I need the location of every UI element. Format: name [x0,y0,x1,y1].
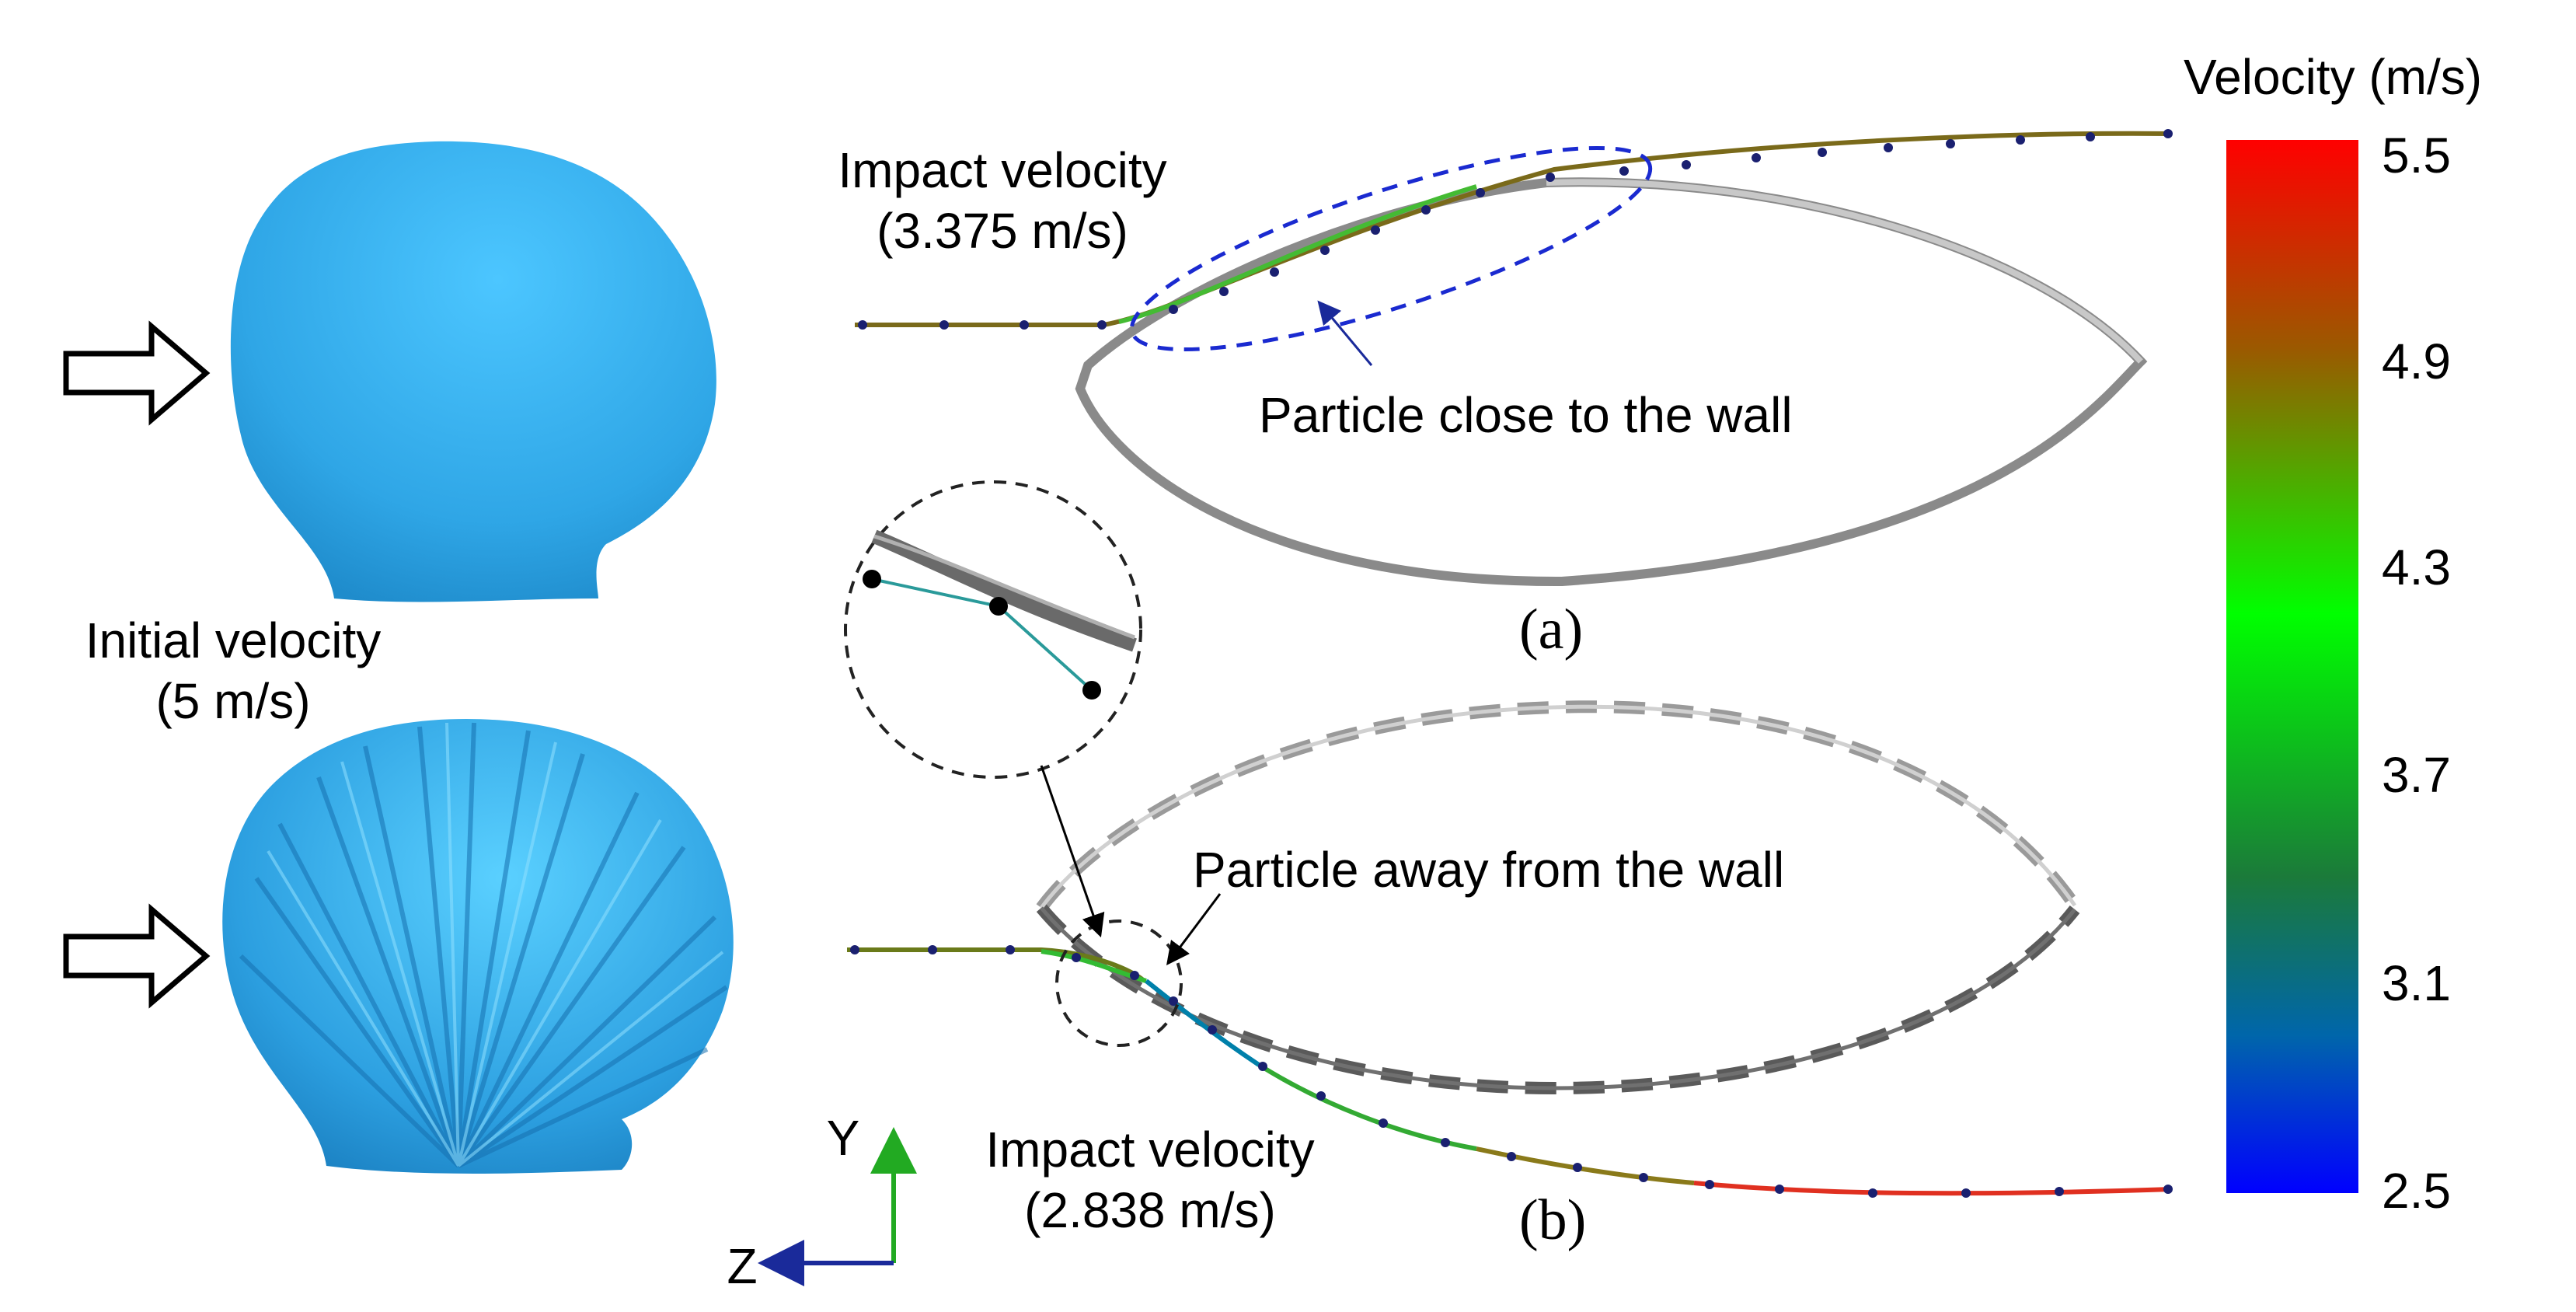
trajectory-b-points [850,945,2173,1198]
trajectory-a-points [858,129,2173,330]
wall-b [1036,700,2080,1095]
input-arrow-top [63,320,211,426]
ribbed-shell [222,719,734,1174]
caption-a: (a) [1519,598,1584,661]
colorbar-tick: 5.5 [2382,127,2451,183]
colorbar-tick: 2.5 [2382,1163,2451,1219]
colorbar [2226,140,2358,1193]
colorbar-tick: 3.7 [2382,747,2451,803]
particle-away-label: Particle away from the wall [1193,842,1785,898]
colorbar-tick: 4.9 [2382,333,2451,389]
zoom-inset [844,480,1142,779]
input-arrow-bottom [63,903,211,1009]
pointer-arrow-b [1166,893,1222,965]
impact-velocity-b-label: Impact velocity (2.838 m/s) [985,1122,1315,1238]
smooth-shell [230,141,716,602]
particle-close-label: Particle close to the wall [1259,387,1793,443]
pointer-arrow-a [1317,300,1373,366]
initial-velocity-label: Initial velocity (5 m/s) [85,612,382,729]
colorbar-tick: 4.3 [2382,539,2451,595]
trajectory-b [1693,1181,2173,1196]
zoom-link-arrow [1040,765,1105,938]
impact-velocity-a-label: Impact velocity (3.375 m/s) [838,142,1167,259]
highlight-circle-b [1055,919,1183,1047]
axis-z-label: Z [727,1238,758,1294]
colorbar-tick: 3.1 [2382,955,2451,1011]
wall-a [1075,177,2148,587]
caption-b: (b) [1519,1188,1587,1252]
colorbar-title: Velocity (m/s) [2184,49,2483,105]
axis-y-label: Y [826,1110,860,1166]
highlight-ellipse-a [1129,145,1653,352]
